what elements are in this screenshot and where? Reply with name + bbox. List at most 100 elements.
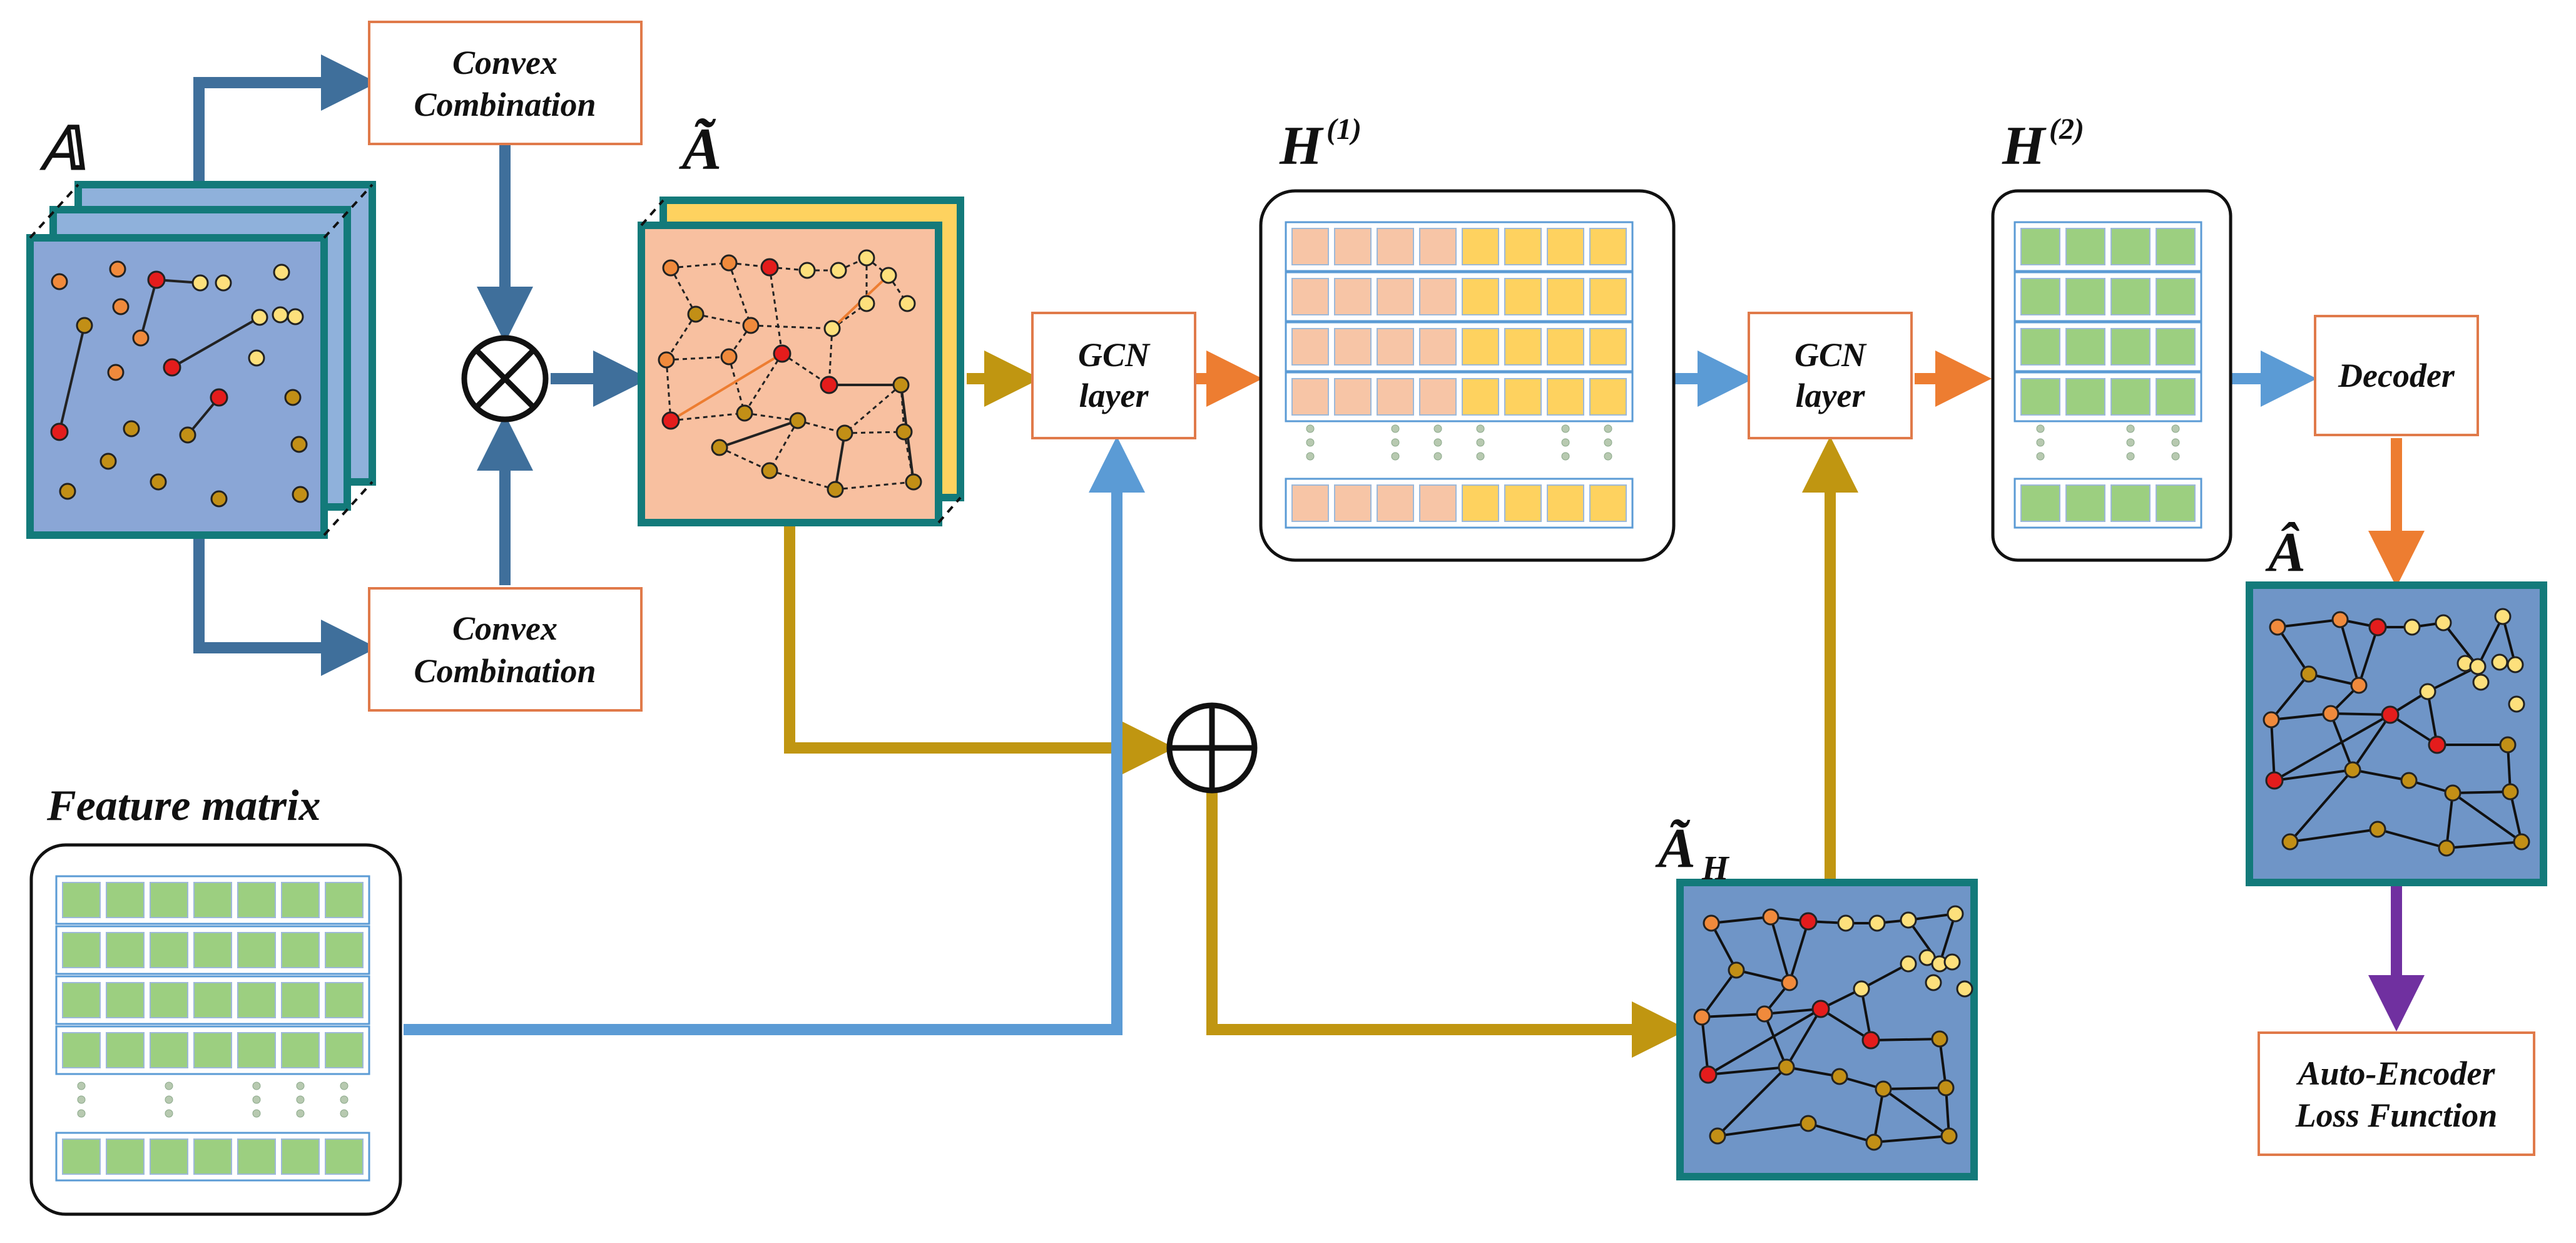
h1-cell	[1419, 328, 1457, 366]
h2-cell	[2020, 378, 2060, 416]
h1-cell	[1504, 278, 1542, 315]
feature-cell	[325, 1032, 364, 1068]
h1-cell	[1547, 484, 1584, 522]
feature-cell	[325, 982, 364, 1018]
loss-function-box: Auto-Encoder Loss Function	[2258, 1031, 2535, 1156]
feature-cell	[237, 882, 276, 918]
h1-cell	[1462, 228, 1499, 265]
feature-cell	[193, 932, 232, 968]
h1-row	[1285, 221, 1634, 272]
feature-cell	[281, 1032, 320, 1068]
h2-cell	[2020, 278, 2060, 315]
arrow-a-tilde-to-add	[784, 519, 1175, 776]
h1-cell	[1504, 328, 1542, 366]
svg-text:H: H	[2002, 116, 2047, 176]
feature-matrix: Feature matrix	[29, 782, 402, 1216]
tensor-a: 𝔸	[26, 116, 376, 539]
h1-cell	[1589, 378, 1627, 416]
feature-cell	[106, 1138, 145, 1175]
h2-cell	[2020, 484, 2060, 522]
a-tilde-h-graph: Ã H	[1655, 817, 1978, 1180]
feature-matrix-label: Feature matrix	[46, 782, 321, 830]
gcn2-line2: layer	[1796, 377, 1866, 414]
h1-cell	[1547, 378, 1584, 416]
convex-top-line2: Combination	[414, 86, 596, 123]
gcn1-line2: layer	[1079, 377, 1149, 414]
feature-cell	[325, 1138, 364, 1175]
h2-cell	[2065, 278, 2105, 315]
h2-cell	[2065, 484, 2105, 522]
h1-cell	[1334, 278, 1372, 315]
h1-cell	[1377, 228, 1414, 265]
svg-text:H: H	[1701, 849, 1730, 887]
h1-cell	[1589, 278, 1627, 315]
feature-cell	[325, 882, 364, 918]
h1-cell	[1334, 328, 1372, 366]
feature-cell	[281, 982, 320, 1018]
feature-cell	[237, 982, 276, 1018]
h2-row	[2013, 271, 2202, 322]
h2-cell	[2110, 328, 2151, 366]
h1-row	[1285, 321, 1634, 372]
feature-cell	[150, 882, 188, 918]
feature-cell	[150, 932, 188, 968]
h2-row	[2013, 478, 2202, 529]
h2-row	[2013, 221, 2202, 272]
h1-cell	[1419, 484, 1457, 522]
feature-cell	[62, 882, 101, 918]
convex-combination-bottom: Convex Combination	[368, 587, 643, 712]
feature-cell	[150, 982, 188, 1018]
h2-cell	[2110, 278, 2151, 315]
h1-cell	[1504, 228, 1542, 265]
h2-cell	[2156, 328, 2196, 366]
feature-cell	[150, 1138, 188, 1175]
h2-cell	[2156, 484, 2196, 522]
feature-cell	[62, 982, 101, 1018]
feature-cell	[106, 932, 145, 968]
feature-cell	[106, 1032, 145, 1068]
h1-cell	[1291, 228, 1329, 265]
convex-top-line1: Convex	[452, 44, 557, 81]
tensor-a-label: 𝔸	[39, 116, 86, 182]
loss-line2: Loss Function	[2295, 1097, 2498, 1134]
feature-cell	[325, 932, 364, 968]
h2-ellipsis-dots	[2036, 424, 2180, 461]
arrow-feature-to-gcn1	[404, 436, 1145, 1035]
a-tilde-h-label: Ã H	[1655, 817, 1730, 887]
arrow-add-to-a-tilde-h	[1206, 792, 1688, 1058]
a-hat-label: Â	[2265, 521, 2306, 583]
h2-cell	[2156, 228, 2196, 265]
h2-cell	[2156, 378, 2196, 416]
add-operator	[1166, 702, 1258, 794]
h1-cell	[1291, 378, 1329, 416]
feature-row	[55, 925, 370, 975]
connectors	[193, 54, 2425, 1058]
h2-cell	[2110, 378, 2151, 416]
h1-row	[1285, 271, 1634, 322]
h1-matrix: H (1)	[1259, 113, 1676, 562]
feature-cell	[150, 1032, 188, 1068]
h2-label: H (2)	[2002, 113, 2084, 176]
a-tilde-graph: Ã	[638, 116, 964, 526]
h1-row	[1285, 371, 1634, 422]
feature-cell	[193, 1138, 232, 1175]
h2-cell	[2156, 278, 2196, 315]
h1-cell	[1589, 328, 1627, 366]
h1-row	[1285, 478, 1634, 529]
a-hat-graph: Â	[2246, 521, 2547, 886]
h1-cell	[1291, 328, 1329, 366]
h1-cell	[1377, 378, 1414, 416]
h2-cell	[2065, 328, 2105, 366]
h1-cell	[1291, 484, 1329, 522]
feature-cell	[62, 1138, 101, 1175]
feature-cell	[237, 1032, 276, 1068]
gcn-layer-1: GCN layer	[1031, 312, 1196, 439]
feature-ellipsis-dots	[77, 1082, 349, 1118]
h1-cell	[1462, 484, 1499, 522]
feature-row	[55, 975, 370, 1025]
feature-row	[55, 875, 370, 925]
h2-cell	[2020, 328, 2060, 366]
arrow-tensor-to-convex-bottom	[193, 535, 377, 676]
h1-cell	[1419, 228, 1457, 265]
